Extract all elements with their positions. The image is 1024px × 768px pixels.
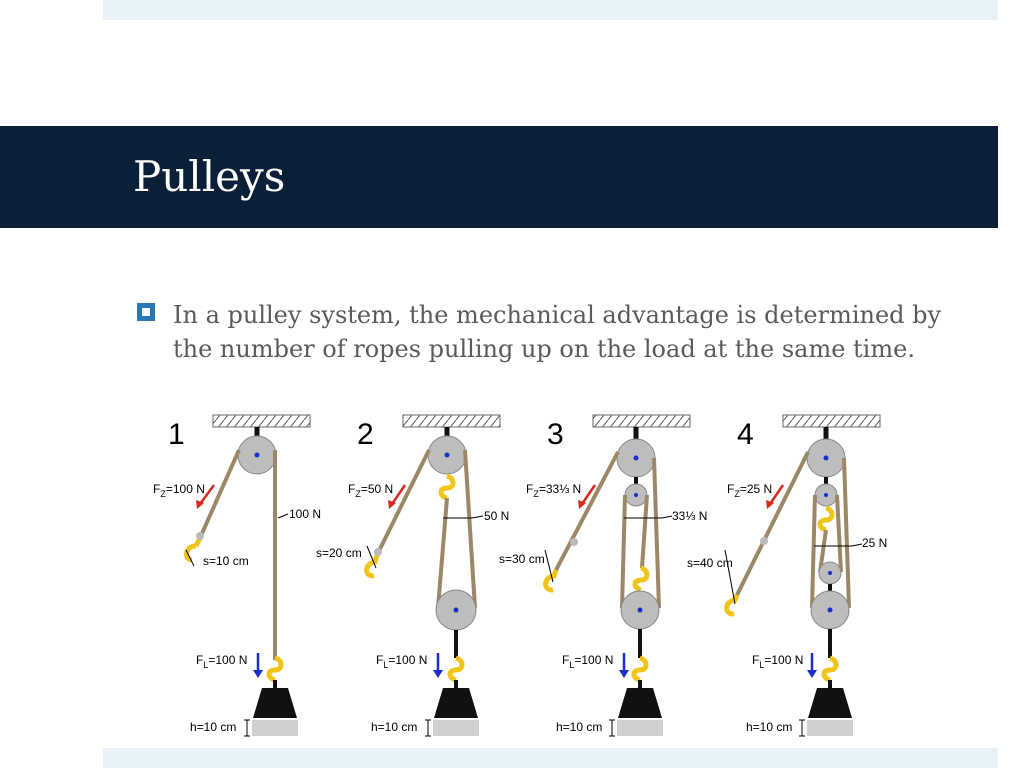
system-number-2: 2 [357,418,374,451]
title-bar [0,126,998,228]
effort-label-3: FZ=33⅓ N [526,482,581,499]
tension-label-1: 100 N [289,507,321,521]
tension-label-2: 50 N [484,509,509,523]
effort-hook-1 [184,536,203,563]
pulley-system-4: 4 FZ=25 N 25 N s=40 cm [687,414,887,737]
load-weight-1 [253,688,297,718]
distance-label-2: s=20 cm [316,546,362,560]
tension-label-3: 33⅓ N [672,509,707,523]
load-hook-2 [447,655,465,683]
ceiling-3 [592,414,691,428]
pulley-system-1: 1 FZ=100 N 100 N s=10 cm FL=100 N h=10 c… [153,414,321,737]
bullet-text: In a pulley system, the mechanical advan… [173,301,942,363]
load-weight-4 [808,688,852,718]
system-number-4: 4 [737,418,754,451]
floor-4 [807,720,853,736]
load-hook-4 [821,655,839,683]
load-label-1: FL=100 N [196,653,247,670]
load-weight-3 [618,688,662,718]
distance-label-3: s=30 cm [499,552,545,566]
floor-1 [252,720,298,736]
pulley-system-3: 3 FZ=33⅓ N 33⅓ N s=30 cm [499,414,707,737]
tension-label-4: 25 N [862,536,887,550]
effort-label-1: FZ=100 N [153,482,205,499]
load-weight-2 [434,688,478,718]
slide-title: Pulleys [133,152,286,201]
effort-label-4: FZ=25 N [727,482,772,499]
load-label-3: FL=100 N [562,653,613,670]
height-label-3: h=10 cm [556,720,602,734]
effort-hook-4 [724,594,740,617]
floor-3 [617,720,663,736]
height-label-1: h=10 cm [190,720,236,734]
height-label-4: h=10 cm [746,720,792,734]
pulley-system-2: 2 FZ=50 N 50 N s=20 cm FL=100 N h=1 [316,414,509,737]
system-number-3: 3 [547,418,564,451]
load-hook-3 [631,655,649,683]
anchor-hook-2 [438,473,456,501]
effort-hook-3 [543,569,559,593]
floor-2 [433,720,479,736]
ceiling-1 [212,414,311,428]
load-label-2: FL=100 N [376,653,427,670]
height-label-2: h=10 cm [371,720,417,734]
ceiling-2 [402,414,501,428]
load-hook-1 [266,655,284,683]
system-number-1: 1 [168,418,185,451]
effort-hook-2 [364,554,380,579]
top-accent-band [103,0,998,20]
bottom-accent-band [103,748,998,768]
anchor-hook-4 [817,505,835,533]
distance-label-4: s=40 cm [687,556,733,570]
distance-label-1: s=10 cm [203,554,249,568]
bullet-square-icon [137,303,155,321]
anchor-hook-3 [632,565,650,593]
ceiling-4 [782,414,881,428]
load-label-4: FL=100 N [752,653,803,670]
effort-label-2: FZ=50 N [348,482,393,499]
pulley-diagram: 1 FZ=100 N 100 N s=10 cm FL=100 N h=10 c… [153,414,887,737]
